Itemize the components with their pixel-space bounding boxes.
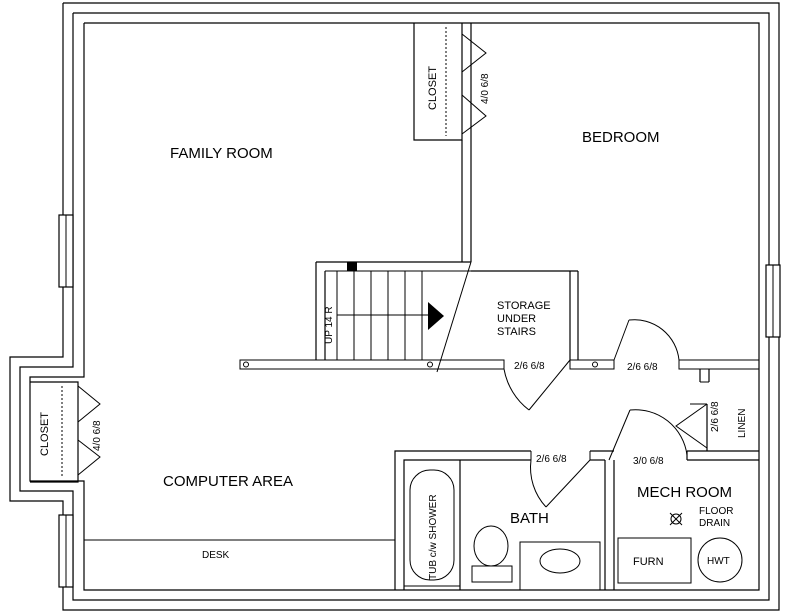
storage-door [503,359,571,411]
stair-arrow [428,302,444,330]
storage-label-line2: UNDER [497,313,536,325]
stair-break-line [436,261,472,373]
linen-closet [675,369,710,451]
floor-drain-label-line1: FLOOR [699,506,733,517]
bedroom-door [613,319,680,361]
upper-closet-door-size: 4/0 6/8 [480,73,491,104]
linen-door-size: 2/6 6/8 [710,401,721,432]
linen-label: LINEN [737,409,748,438]
room-label-mech-room: MECH ROOM [637,484,732,501]
toilet-bowl [473,525,509,567]
stairs-label: UP 14 R [324,306,335,344]
exterior-walls [9,2,780,611]
bedroom-door-size: 2/6 6/8 [627,362,658,373]
desk-label: DESK [202,550,230,561]
stair-post [347,262,357,271]
mech-door-size: 3/0 6/8 [633,456,664,467]
room-label-bath: BATH [510,510,549,527]
mech-room-walls [604,409,759,590]
room-label-bedroom: BEDROOM [582,129,660,146]
windows [58,214,781,588]
bath-walls [394,450,614,590]
upper-closet-label: CLOSET [427,66,439,110]
bathtub [403,459,461,587]
furnace-label: FURN [633,556,664,568]
water-heater-label: HWT [707,556,730,567]
toilet-tank [471,565,513,583]
stair-treads [336,271,444,360]
left-closet [30,381,101,483]
upper-closet [413,23,487,262]
sink [539,548,581,574]
storage-label-line3: STAIRS [497,326,536,338]
room-label-family-room: FAMILY ROOM [170,145,273,162]
storage-label-line1: STORAGE [497,300,551,312]
storage-door-size: 2/6 6/8 [514,361,545,372]
room-label-computer-area: COMPUTER AREA [163,473,293,490]
water-heater [697,537,743,583]
mech-equipment [617,512,743,584]
furnace [617,537,692,584]
floor-drain-icon [669,512,683,526]
bath-door-size: 2/6 6/8 [536,454,567,465]
left-closet-door-size: 4/0 6/8 [92,420,103,451]
labels: FAMILY ROOM BEDROOM COMPUTER AREA BATH M… [39,66,748,580]
left-closet-label: CLOSET [39,412,51,456]
stair-area [315,261,579,373]
interior-wall-middle [239,359,760,370]
floor-drain-label-line2: DRAIN [699,518,730,529]
tub-label: TUB c/w SHOWER [428,494,439,580]
